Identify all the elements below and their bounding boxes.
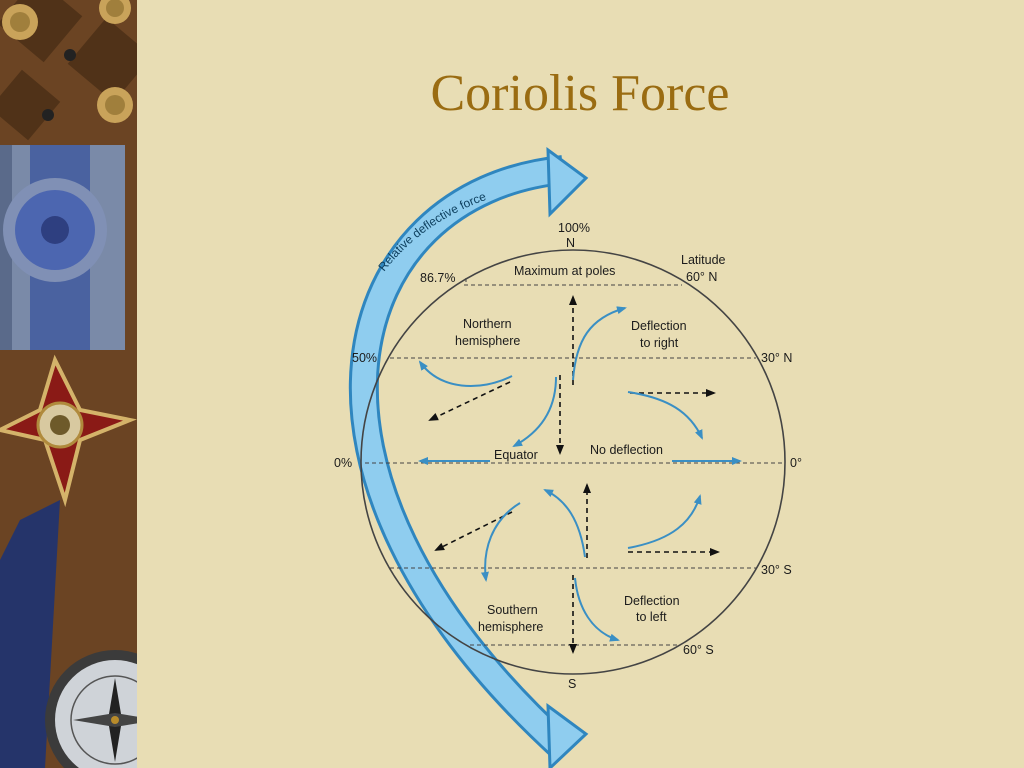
lat-30s-label: 30° S — [761, 563, 792, 577]
north-label: N — [566, 236, 575, 250]
latitude-label: Latitude — [681, 253, 726, 267]
deflect-left-line1: Deflection — [624, 594, 680, 608]
slide-title: Coriolis Force — [430, 65, 730, 122]
rosette-icon — [3, 178, 107, 282]
arc-arrowhead-bottom-icon — [546, 702, 589, 768]
no-deflection-label: No deflection — [590, 443, 663, 457]
northern-arrows — [418, 295, 716, 455]
button-icon — [2, 0, 133, 123]
deflect-right-line2: to right — [640, 336, 679, 350]
northern-line2: hemisphere — [455, 334, 520, 348]
southern-line1: Southern — [487, 603, 538, 617]
southern-line2: hemisphere — [478, 620, 543, 634]
cross-medal-icon — [0, 354, 137, 508]
relative-force-arc: Relative deflective force — [348, 146, 589, 768]
lat-0-label: 0° — [790, 456, 802, 470]
percent-0-label: 0% — [334, 456, 352, 470]
deflect-left-line2: to left — [636, 610, 667, 624]
south-label: S — [568, 677, 576, 691]
top-percent-label: 100% — [558, 221, 590, 235]
percent-86-label: 86.7% — [420, 271, 455, 285]
arc-arrowhead-top-icon — [546, 146, 589, 218]
percent-50-label: 50% — [352, 351, 377, 365]
lat-60s-label: 60° S — [683, 643, 714, 657]
strap-icon — [0, 500, 60, 768]
northern-line1: Northern — [463, 317, 512, 331]
deflect-right-line1: Deflection — [631, 319, 687, 333]
compass-icon — [45, 650, 137, 768]
lat-30n-label: 30° N — [761, 351, 792, 365]
southern-arrows — [434, 483, 720, 654]
medal-illustration — [0, 0, 137, 768]
max-at-poles-label: Maximum at poles — [514, 264, 615, 278]
lat-60n-label: 60° N — [686, 270, 717, 284]
equator-label: Equator — [494, 448, 538, 462]
decorative-side-image — [0, 0, 137, 768]
globe-outline — [360, 249, 786, 675]
